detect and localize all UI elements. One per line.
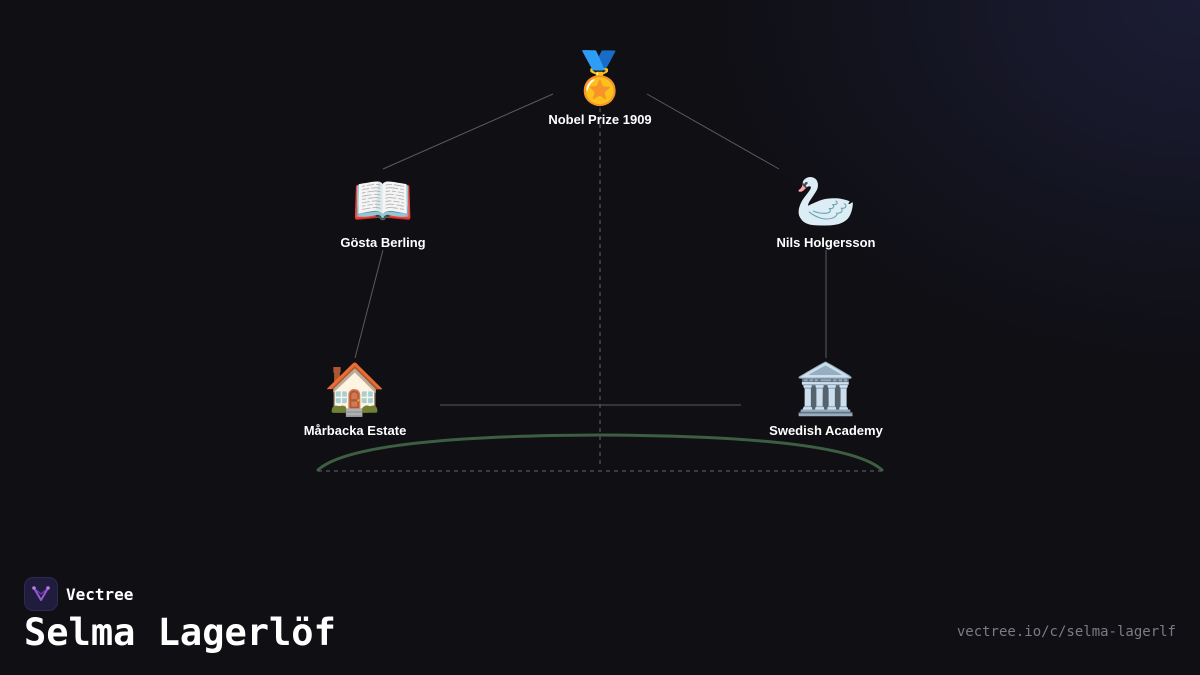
link-nobel-gosta	[382, 93, 554, 170]
link-gosta-marbacka	[354, 249, 384, 359]
node-gosta-berling[interactable]: 📖 Gösta Berling	[283, 173, 483, 250]
node-label: Nobel Prize 1909	[548, 112, 652, 127]
node-nobel-prize[interactable]: 🏅 Nobel Prize 1909	[500, 50, 700, 127]
page-title: Selma Lagerlöf	[24, 611, 336, 654]
page-url[interactable]: vectree.io/c/selma-lagerlf	[956, 624, 1176, 640]
medal-icon: 🏅	[568, 50, 632, 106]
link-nobel-nils	[646, 93, 780, 170]
brand[interactable]: Vectree	[24, 577, 133, 611]
classical-building-icon: 🏛️	[794, 361, 858, 417]
vectree-logo-mark	[32, 586, 50, 601]
node-swedish-academy[interactable]: 🏛️ Swedish Academy	[726, 361, 926, 438]
vectree-logo-icon	[24, 577, 58, 611]
node-label: Swedish Academy	[769, 423, 883, 438]
node-label: Nils Holgersson	[776, 235, 876, 250]
ground-arc	[316, 433, 884, 472]
node-label: Gösta Berling	[340, 235, 426, 250]
open-book-icon: 📖	[351, 173, 415, 229]
brand-name: Vectree	[66, 584, 134, 604]
node-marbacka-estate[interactable]: 🏠 Mårbacka Estate	[255, 361, 455, 438]
node-nils-holgersson[interactable]: 🦢 Nils Holgersson	[726, 173, 926, 250]
node-label: Mårbacka Estate	[303, 423, 407, 438]
house-icon: 🏠	[323, 361, 387, 417]
swan-icon: 🦢	[794, 173, 858, 229]
